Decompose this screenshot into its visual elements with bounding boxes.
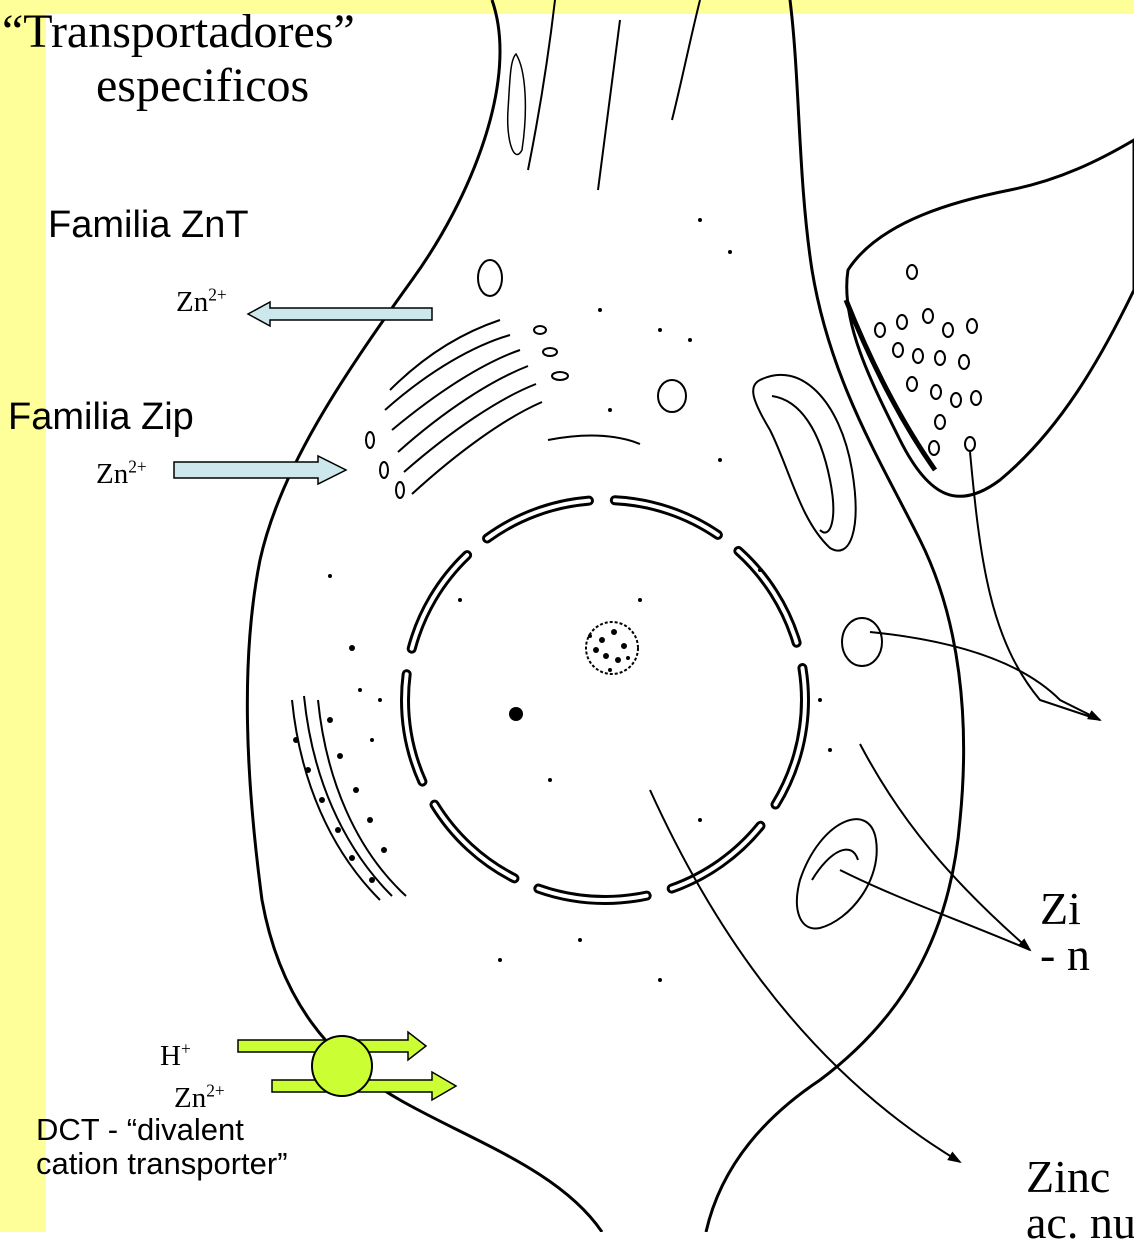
familia-znt-label: Familia ZnT [48, 204, 249, 247]
zn-ion-label-znt: Zn2+ [176, 286, 227, 319]
zn-ion-label-dct: Zn2+ [174, 1082, 225, 1115]
mitochondrion-lower [797, 819, 877, 928]
chromatin-dot [509, 707, 523, 721]
zn-base: Zn [176, 286, 208, 318]
zn-base: Zn [96, 458, 128, 490]
cell-membrane-right [706, 0, 964, 1232]
nuclear-envelope [405, 500, 805, 900]
cytoplasm-dots [328, 218, 832, 982]
mitochondrion-upper [753, 375, 855, 551]
axon-line-1 [528, 0, 555, 170]
rough-er [292, 696, 406, 900]
dct-transporter-circle [312, 1036, 372, 1096]
zip-arrow [174, 456, 346, 484]
h-ion-label: H+ [160, 1040, 191, 1073]
vesicle-right [842, 618, 882, 666]
nucleolus [586, 622, 638, 674]
synaptic-bouton [847, 140, 1134, 496]
arrow-to-zinc-vesicle [870, 632, 1100, 720]
zn-ion-label-zip: Zn2+ [96, 458, 147, 491]
zn-charge: 2+ [128, 456, 147, 476]
dct-label-line-1: DCT - “divalent [36, 1114, 244, 1146]
right-text-fragment-2: - n [1040, 928, 1090, 981]
title-line-2: especificos [96, 58, 309, 113]
title-line-1: “Transportadores” [2, 4, 355, 59]
organelle-top [508, 54, 526, 154]
h-charge: + [181, 1038, 191, 1058]
arrow-from-cytoplasm [860, 744, 1030, 950]
dct-transporter [238, 1032, 456, 1100]
h-base: H [160, 1040, 181, 1072]
zn-charge: 2+ [208, 284, 227, 304]
golgi-apparatus [366, 260, 686, 498]
znt-arrow [248, 302, 432, 326]
zn-base: Zn [174, 1082, 206, 1114]
dct-label-line-2: cation transporter” [36, 1148, 288, 1180]
right-text-fragment-4: ac. nu [1026, 1196, 1134, 1249]
axon-line-2 [598, 20, 620, 190]
zn-charge: 2+ [206, 1080, 225, 1100]
axon-line-3 [672, 0, 700, 120]
familia-zip-label: Familia Zip [8, 396, 194, 439]
